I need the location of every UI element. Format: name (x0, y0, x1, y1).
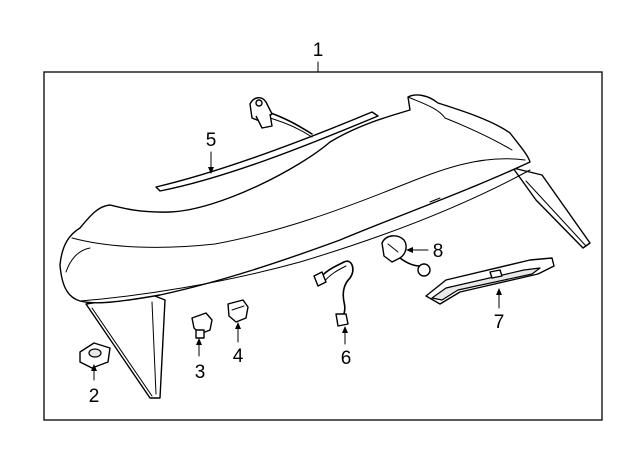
diagram-frame (43, 71, 603, 421)
callout-2: 2 (89, 386, 100, 407)
callout-1: 1 (313, 40, 324, 61)
clip-part-4 (227, 299, 249, 323)
callout-7: 7 (494, 312, 505, 333)
callout-4: 4 (233, 346, 244, 367)
bulb-socket (381, 235, 431, 277)
stop-lamp (425, 257, 555, 305)
callout-3: 3 (195, 362, 206, 383)
seal-strip (155, 111, 379, 192)
washer-hose (249, 97, 313, 138)
grommet-part (79, 342, 111, 369)
callout-6: 6 (341, 348, 352, 369)
spoiler-assembly (59, 94, 591, 399)
clip-part-3 (191, 312, 213, 339)
wire-harness (313, 260, 354, 327)
callout-8: 8 (433, 241, 444, 262)
callout-5: 5 (206, 130, 217, 151)
